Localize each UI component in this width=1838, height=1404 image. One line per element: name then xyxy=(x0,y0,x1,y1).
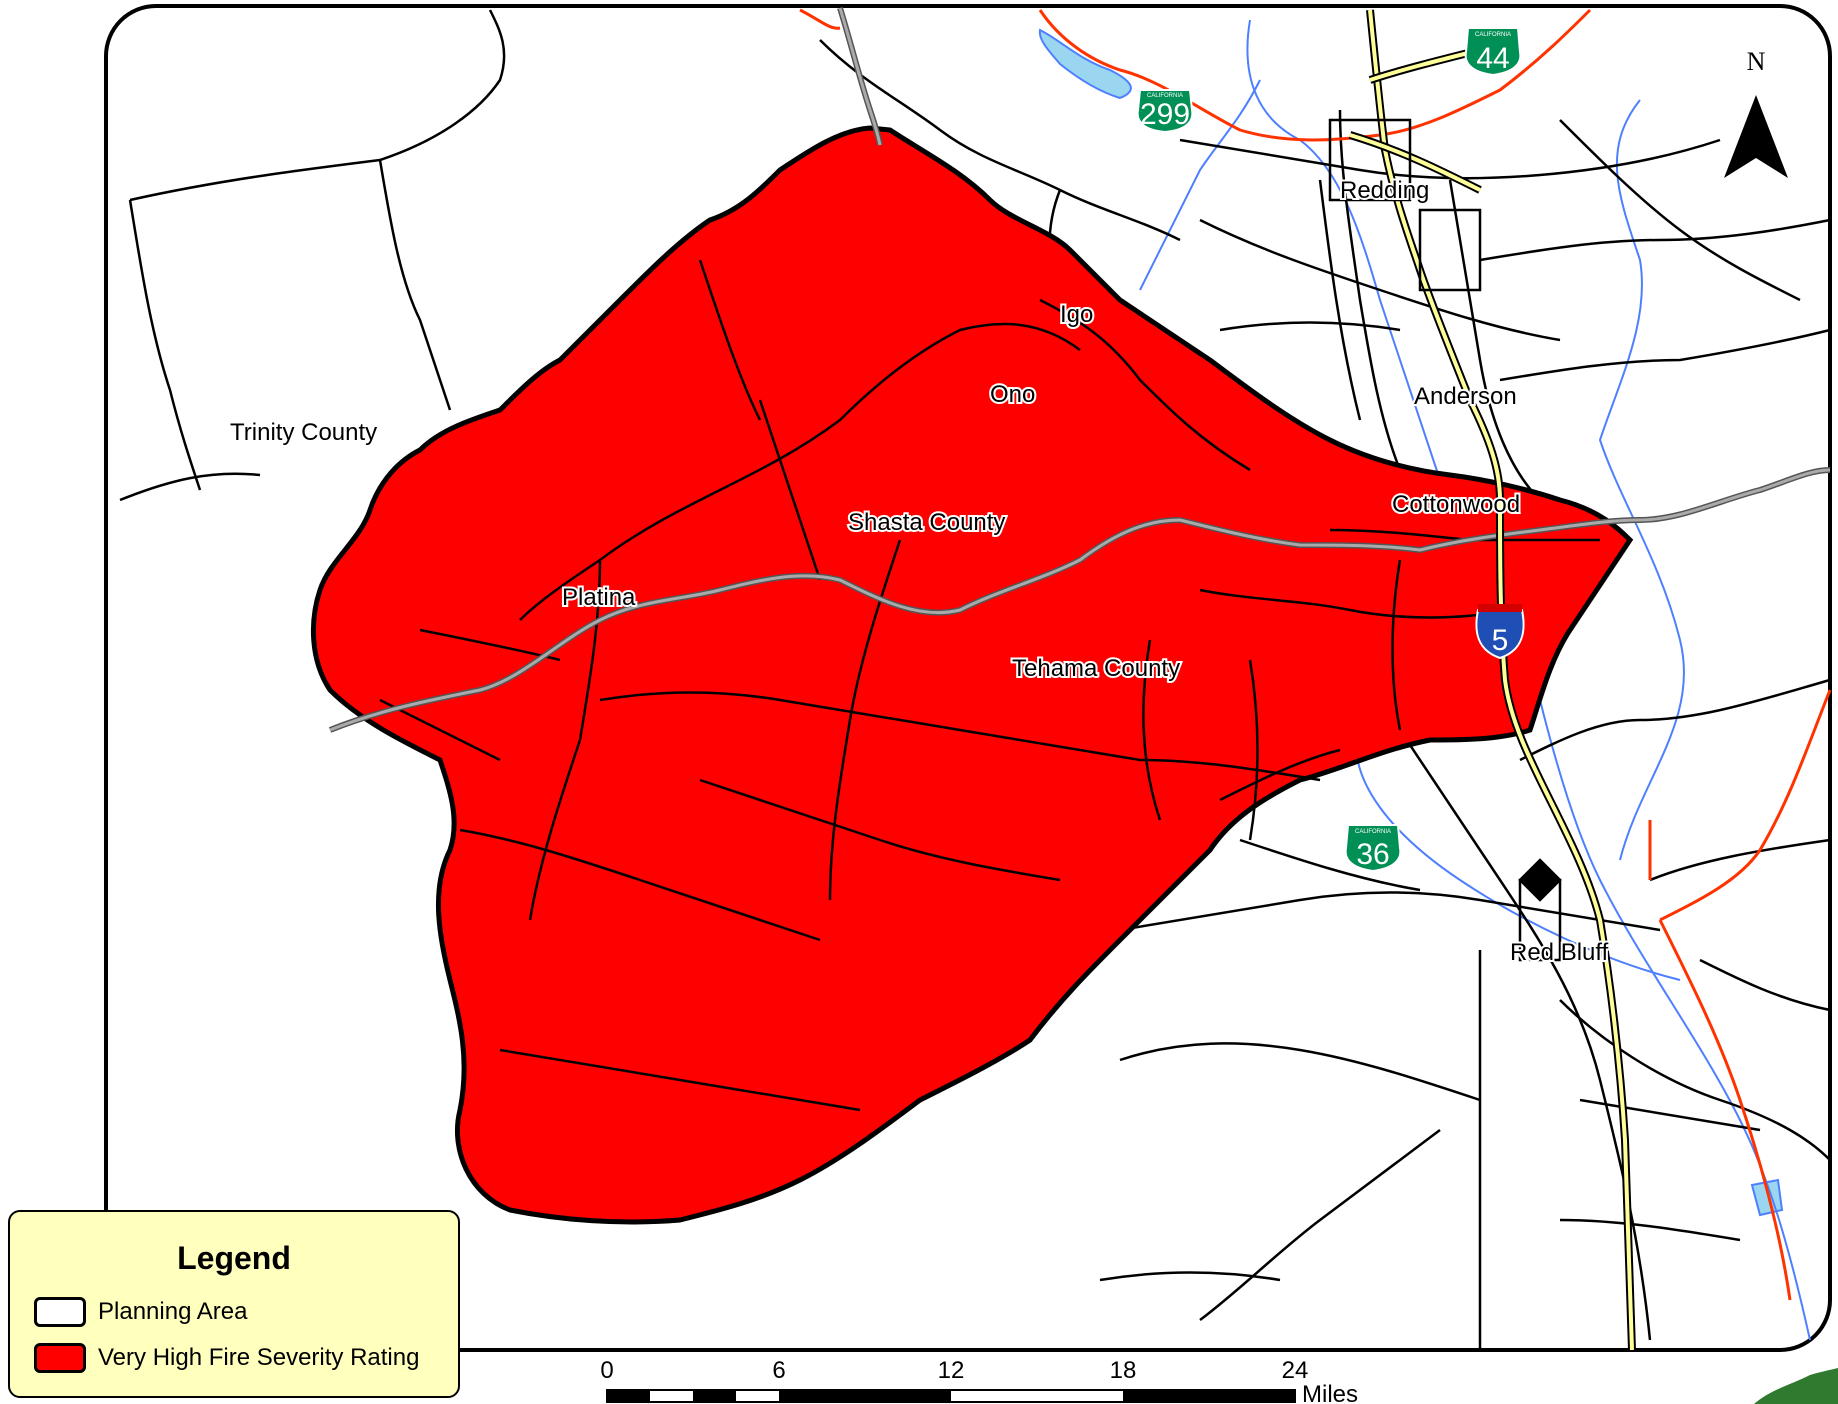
scale-tick-18: 18 xyxy=(1110,1357,1137,1384)
route-36-shield: CALIFORNIA 36 xyxy=(1344,824,1402,873)
label-platina: Platina xyxy=(562,584,636,611)
city-features xyxy=(1328,118,1562,962)
corner-logo xyxy=(1754,1368,1838,1404)
interstate-5-shield: 5 xyxy=(1475,604,1525,660)
legend: Legend Planning Area Very High Fire Seve… xyxy=(8,1210,460,1398)
scale-tick-12: 12 xyxy=(938,1357,965,1384)
interstate-5-label: 5 xyxy=(1492,624,1509,657)
label-red-bluff: Red Bluff xyxy=(1510,939,1609,966)
scale-tick-0: 0 xyxy=(600,1357,613,1384)
planning-area-roads xyxy=(379,259,1600,1112)
legend-title: Legend xyxy=(177,1240,291,1276)
label-cottonwood: Cottonwood xyxy=(1392,491,1520,518)
route-44-label: 44 xyxy=(1476,42,1509,75)
route-299-label: 299 xyxy=(1140,98,1190,131)
legend-item-fire-severity: Very High Fire Severity Rating xyxy=(34,1340,419,1376)
legend-label-planning-area: Planning Area xyxy=(98,1298,248,1325)
label-tehama-county: Tehama County xyxy=(1012,655,1180,682)
route-299-caption: CALIFORNIA xyxy=(1147,93,1183,99)
scale-tick-6: 6 xyxy=(772,1357,785,1384)
state-routes xyxy=(799,8,1832,1301)
fire-severity-swatch xyxy=(34,1343,86,1373)
scale-bar: 0 6 12 18 24 Miles xyxy=(600,1357,1358,1404)
route-44-caption: CALIFORNIA xyxy=(1475,32,1511,38)
north-arrow-letter: N xyxy=(1747,47,1766,76)
label-shasta-county: Shasta County xyxy=(848,509,1005,536)
scale-unit: Miles xyxy=(1302,1381,1358,1404)
route-36-label: 36 xyxy=(1356,838,1389,871)
planning-area-swatch xyxy=(34,1297,86,1327)
legend-label-fire-severity: Very High Fire Severity Rating xyxy=(98,1344,420,1371)
label-igo: Igo xyxy=(1060,301,1093,328)
county-lines xyxy=(328,7,1831,733)
legend-item-planning-area: Planning Area xyxy=(34,1294,247,1330)
label-redding: Redding xyxy=(1340,177,1429,204)
route-44-shield: CALIFORNIA 44 xyxy=(1464,27,1522,77)
north-arrow: N xyxy=(1724,47,1788,178)
label-trinity-county: Trinity County xyxy=(230,419,377,446)
route-299-shield: CALIFORNIA 299 xyxy=(1136,89,1194,134)
label-ono: Ono xyxy=(990,381,1035,408)
roads xyxy=(119,9,1831,1350)
label-anderson: Anderson xyxy=(1414,383,1517,410)
route-36-caption: CALIFORNIA xyxy=(1355,829,1391,835)
scale-tick-24: 24 xyxy=(1282,1357,1309,1384)
planning-area-fire-severity xyxy=(311,125,1634,1225)
lake-whiskeytown xyxy=(1038,28,1132,100)
